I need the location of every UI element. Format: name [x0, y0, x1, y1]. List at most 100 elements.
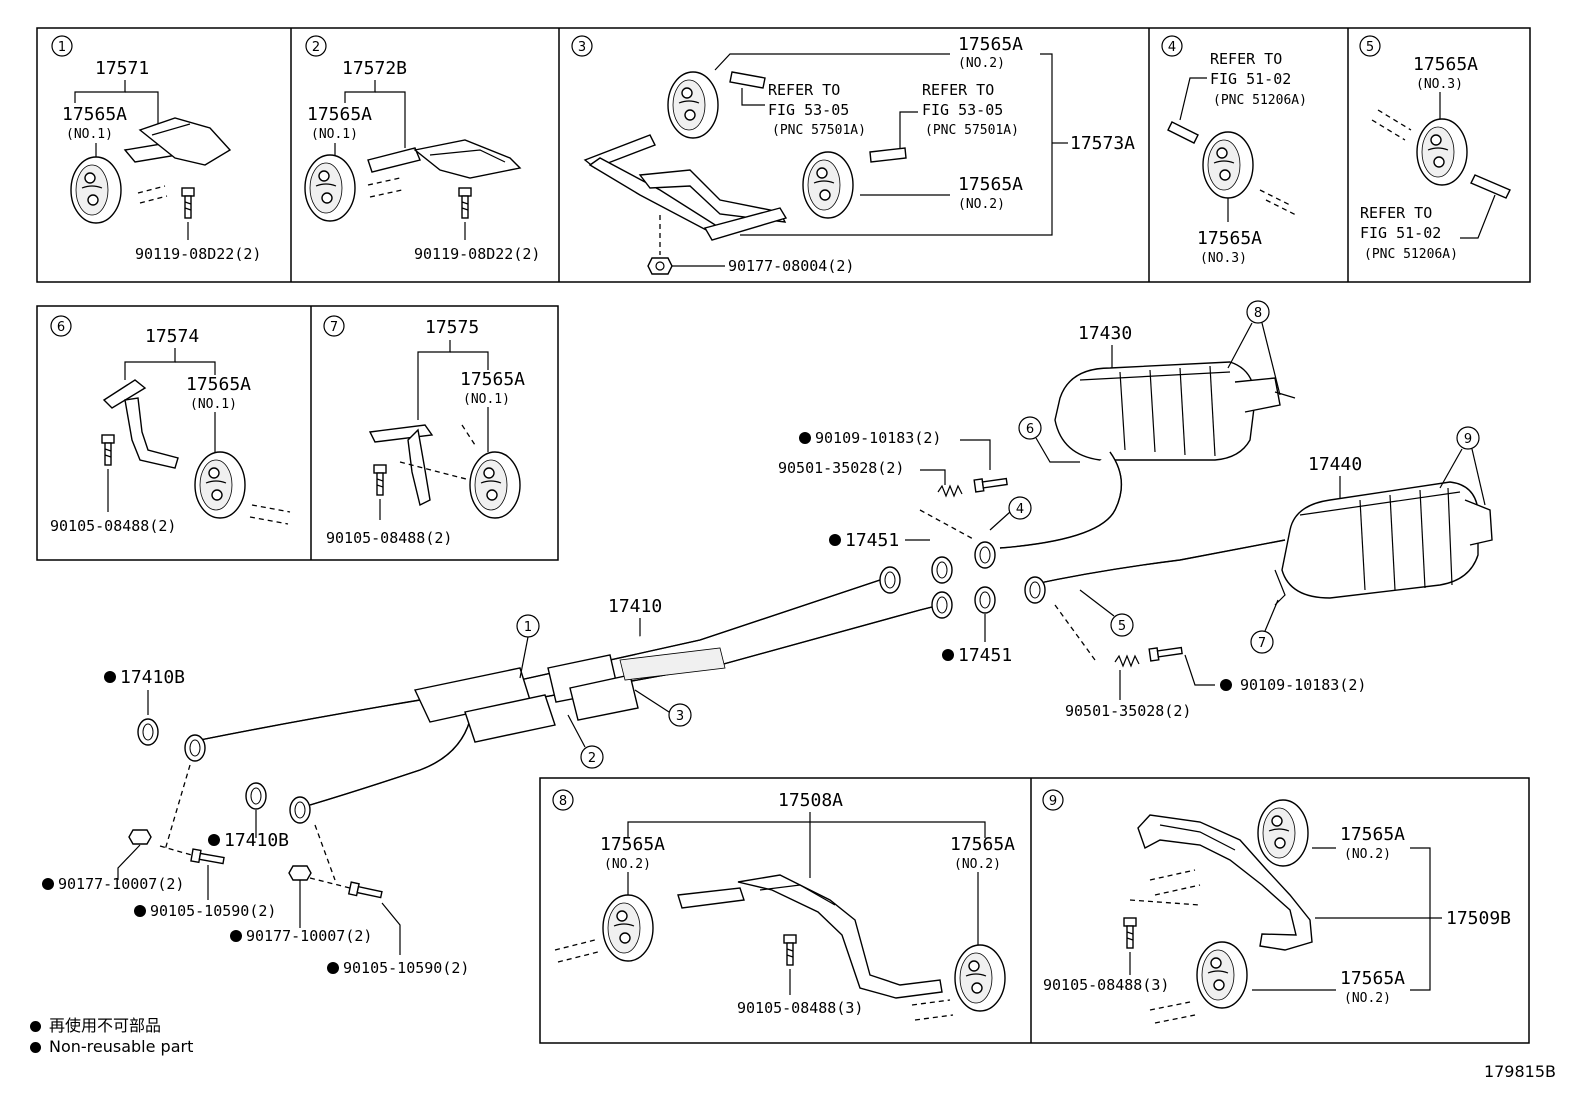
panel-5: 17565A (NO.3) REFER TO FIG 51-02 (PNC 51… — [1360, 54, 1511, 262]
bracket-drawing — [677, 874, 943, 999]
bolt-drawing — [1148, 643, 1184, 662]
part-sub-no3: (NO.3) — [1416, 77, 1463, 92]
svg-text:7: 7 — [1258, 636, 1266, 651]
part-label-90501-35028: 90501-35028(2) — [778, 459, 904, 477]
part-sub-no1: (NO.1) — [66, 127, 113, 142]
part-label-17430: 17430 — [1078, 323, 1132, 344]
part-label-90119-08D22: 90119-08D22(2) — [135, 245, 261, 263]
panel-4: REFER TO FIG 51-02 (PNC 51206A) 17565A (… — [1167, 50, 1307, 266]
part-label-90119-08D22: 90119-08D22(2) — [414, 245, 540, 263]
flange-drawing — [931, 591, 953, 619]
bullet-dot-icon — [30, 1021, 41, 1032]
svg-text:REFER TO: REFER TO — [768, 81, 840, 99]
part-label-90105-08488: 90105-08488(2) — [326, 529, 452, 547]
panel-number-5: 5 — [1359, 35, 1381, 57]
flange-drawing — [289, 796, 311, 824]
non-reusable-dot — [942, 649, 954, 661]
callout-7: 7 — [1250, 630, 1274, 654]
part-label-17565A-top: 17565A — [958, 34, 1023, 55]
main-assembly: 17430 8 6 4 90109-10183(2) 90501-35028(2… — [42, 300, 1493, 977]
flange-drawing — [879, 566, 901, 594]
rubber-hanger-drawing — [70, 156, 122, 224]
gasket-drawing — [137, 718, 159, 746]
rubber-hanger-drawing — [667, 71, 719, 139]
part-label-17571: 17571 — [95, 58, 149, 79]
bolt-drawing — [973, 474, 1009, 493]
part-label-90105-08488: 90105-08488(3) — [737, 999, 863, 1017]
svg-text:(PNC 57501A): (PNC 57501A) — [772, 123, 866, 138]
callout-3: 3 — [668, 703, 692, 727]
rubber-hanger-drawing — [469, 451, 521, 519]
rubber-hanger-drawing — [1257, 799, 1309, 867]
gasket-drawing — [974, 586, 996, 614]
rubber-hanger-drawing — [954, 944, 1006, 1012]
callout-6: 6 — [1018, 416, 1042, 440]
exhaust-stub-drawing — [1167, 121, 1199, 144]
front-pipe-drawing — [199, 574, 941, 806]
bolt-drawing — [181, 187, 195, 219]
part-label-17565A-top: 17565A — [1340, 824, 1405, 845]
part-label-17509B: 17509B — [1446, 908, 1511, 929]
callout-8: 8 — [1246, 300, 1270, 324]
non-reusable-dot — [829, 534, 841, 546]
svg-text:3: 3 — [676, 709, 684, 724]
callout-9: 9 — [1456, 426, 1480, 450]
nut-drawing — [647, 257, 673, 275]
detail-panels-frame — [36, 27, 1531, 1044]
part-label-17451-upper: 17451 — [845, 530, 899, 551]
tail-muffler-drawing — [1281, 481, 1493, 599]
panel-9: 90105-08488(3) 17565A (NO.2) 17509B 1756… — [1043, 799, 1511, 1024]
part-label-17508A: 17508A — [778, 790, 843, 811]
svg-text:(PNC 51206A): (PNC 51206A) — [1213, 93, 1307, 108]
bolt-drawing — [458, 187, 472, 219]
callout-2: 2 — [580, 745, 604, 769]
non-reusable-dot — [1220, 679, 1232, 691]
part-label-17573A: 17573A — [1070, 133, 1135, 154]
non-reusable-dot — [799, 432, 811, 444]
part-label-17451-lower: 17451 — [958, 645, 1012, 666]
panel-number-4: 4 — [1161, 35, 1183, 57]
bolt-drawing — [783, 934, 797, 966]
callout-1: 1 — [516, 614, 540, 638]
panel-number-8: 8 — [552, 789, 574, 811]
flange-drawing — [974, 541, 996, 569]
non-reusable-dot — [104, 671, 116, 683]
panel-3: 17565A (NO.2) 17573A REFER TO FIG 53-05 … — [583, 34, 1135, 275]
rubber-hanger-drawing — [304, 154, 356, 222]
part-label-17565A: 17565A — [1197, 228, 1262, 249]
exhaust-stub-drawing — [869, 147, 907, 163]
part-label-90501-35028: 90501-35028(2) — [1065, 702, 1191, 720]
svg-text:4: 4 — [1016, 502, 1024, 517]
part-label-17565A-left: 17565A — [600, 834, 665, 855]
part-label-17440: 17440 — [1308, 454, 1362, 475]
panel-2: 17572B 17565A (NO.1) 90119-08D22(2) — [304, 58, 540, 263]
part-label-17410B-left: 17410B — [120, 667, 185, 688]
non-reusable-dot — [134, 905, 146, 917]
exhaust-stub-drawing — [1470, 174, 1511, 199]
bolt-drawing — [190, 848, 226, 868]
bolt-drawing — [373, 464, 387, 496]
panel-1: 17571 17565A (NO.1) 90119-08D22(2) — [62, 58, 261, 263]
legend-japanese: 再使用不可部品 — [30, 1012, 161, 1036]
svg-text:8: 8 — [559, 794, 567, 809]
gasket-drawing — [245, 782, 267, 810]
non-reusable-dot — [230, 930, 242, 942]
part-sub-no2: (NO.2) — [1344, 991, 1391, 1006]
svg-text:4: 4 — [1168, 40, 1176, 55]
part-sub-no2: (NO.2) — [958, 197, 1005, 212]
panel-number-2: 2 — [305, 35, 327, 57]
part-label-90109-10183: 90109-10183(2) — [815, 429, 941, 447]
svg-text:1: 1 — [58, 40, 66, 55]
legend-english: Non-reusable part — [30, 1037, 193, 1056]
part-label-17565A: 17565A — [307, 104, 372, 125]
part-label-17565A-bottom: 17565A — [1340, 968, 1405, 989]
part-label-17572B: 17572B — [342, 58, 407, 79]
gasket-drawing — [931, 556, 953, 584]
bullet-dot-icon — [30, 1042, 41, 1053]
callout-5: 5 — [1110, 613, 1134, 637]
svg-text:5: 5 — [1366, 40, 1374, 55]
svg-text:(PNC 51206A): (PNC 51206A) — [1364, 247, 1458, 262]
callout-4: 4 — [1008, 496, 1032, 520]
figure-id: 179815B — [1483, 1062, 1556, 1081]
